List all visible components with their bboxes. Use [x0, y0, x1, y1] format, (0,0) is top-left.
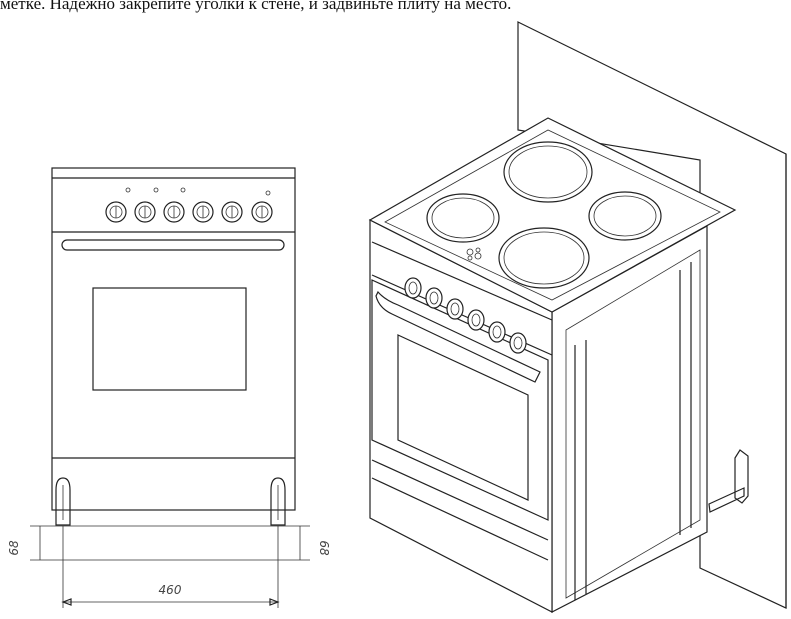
- anti-tip-bracket-right: [270, 477, 286, 526]
- iso-knob-5: [488, 321, 506, 343]
- cooktop: [368, 117, 737, 313]
- stove-isometric-view: [368, 21, 787, 613]
- burners: [426, 141, 662, 289]
- wall-bracket: [708, 449, 749, 513]
- control-knobs: [105, 187, 273, 223]
- stove-front-view: 68 68 460: [7, 167, 331, 608]
- knob-4: [192, 201, 214, 223]
- knob-6: [251, 190, 273, 223]
- knob-5: [221, 201, 243, 223]
- oven-window: [92, 287, 247, 391]
- iso-knob-1: [404, 277, 422, 299]
- burner-back-right: [503, 141, 593, 203]
- iso-knob-2: [425, 287, 443, 309]
- knob-1: [105, 187, 131, 223]
- wall-panel: [517, 21, 787, 609]
- iso-knob-3: [446, 298, 464, 320]
- dimension-width: 460: [159, 583, 182, 597]
- instruction-text: метке. Надежно закрепите уголки к стене,…: [0, 0, 512, 13]
- iso-control-knobs: [404, 277, 527, 354]
- burner-front-left: [498, 227, 590, 289]
- burner-front-right: [588, 191, 662, 241]
- oven-handle: [61, 239, 285, 251]
- iso-oven-window: [397, 334, 529, 501]
- iso-knob-4: [467, 309, 485, 331]
- burner-back-left: [426, 193, 500, 243]
- iso-knob-6: [509, 332, 527, 354]
- knob-2: [134, 187, 159, 223]
- iso-oven-handle: [375, 290, 541, 383]
- dimension-height-right: 68: [317, 540, 331, 556]
- knob-3: [163, 187, 186, 223]
- anti-tip-bracket-left: [55, 477, 71, 526]
- burner-indicator-icon: [466, 247, 482, 261]
- dimension-height-left: 68: [7, 540, 21, 556]
